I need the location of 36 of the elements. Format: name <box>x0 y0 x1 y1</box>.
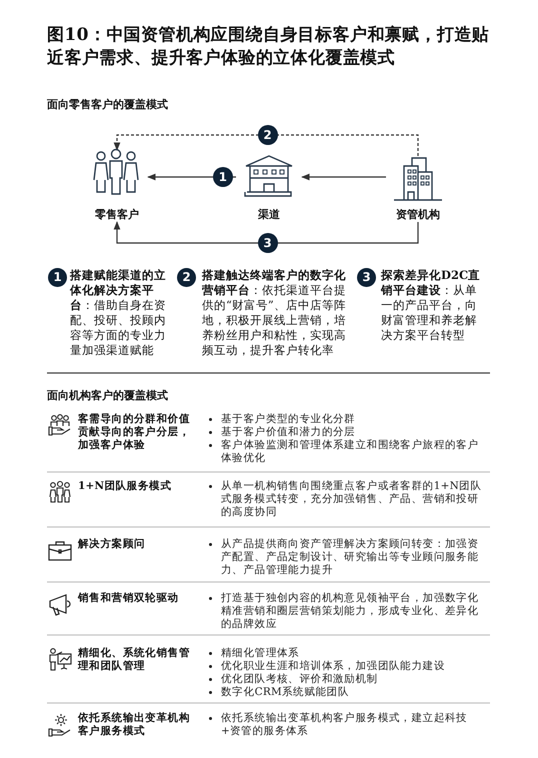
step-description: 探索差异化D2C直销平台建设：从单一的产品平台，向财富管理和养老解决方案平台转型 <box>381 268 482 343</box>
section-heading: 面向机构客户的覆盖模式 <box>47 388 168 403</box>
row-heading: 1+N团队服务模式 <box>78 480 173 493</box>
section-heading: 面向零售客户的覆盖模式 <box>47 97 168 112</box>
step-number: 2 <box>258 125 278 145</box>
bullet-item: 从单一机构销售向围绕重点客户或者客群的1+N团队式服务模式转变，充分加强销售、产品、营销和投研的高度协同 <box>208 480 483 519</box>
bullet-item: 从产品提供商向资产管理解决方案顾问转变：加强资产配置、产品定制设计、研究输出等专业顾问服务能力、产品管理能力提升 <box>208 538 483 577</box>
row-heading: 销售和营销双轮驱动 <box>78 592 180 605</box>
arrow <box>301 174 386 180</box>
bullet-item: 优化职业生涯和培训体系，加强团队能力建设 <box>208 660 483 673</box>
step-number: 1 <box>48 268 67 287</box>
bullet-item: 基于客户价值和潜力的分层 <box>208 426 483 439</box>
step-number: 2 <box>177 268 196 287</box>
step-number: 3 <box>357 268 376 287</box>
bullet-item: 精细化管理体系 <box>208 647 483 660</box>
bullet-item: 依托系统输出变革机构客户服务模式，建立起科技+资管的服务体系 <box>208 712 483 738</box>
row-heading: 依托系统输出变革机构客户服务模式 <box>78 712 191 738</box>
arrow <box>114 134 419 156</box>
arrow <box>114 221 419 244</box>
node-label: 零售客户 <box>94 207 140 222</box>
node-label: 渠道 <box>257 207 281 222</box>
node-label: 资管机构 <box>395 207 441 222</box>
bullet-item: 数字化CRM系统赋能团队 <box>208 686 483 699</box>
row-heading: 解决方案顾问 <box>78 538 146 551</box>
bullet-item: 客户体验监测和管理体系建立和围绕客户旅程的客户体验优化 <box>208 439 483 465</box>
step-number: 3 <box>258 233 278 253</box>
bullet-item: 基于客户类型的专业化分群 <box>208 413 483 426</box>
figure-title: 图10：中国资管机构应围绕自身目标客户和禀赋，打造贴近客户需求、提升客户体验的立体化覆盖模式 <box>47 24 490 70</box>
step-description: 搭建触达终端客户的数字化营销平台：依托渠道平台提供的“财富号”、店中店等阵地，积极开展线上营销，培养粉丝用户和粘性，实现高频互动，提升客户转化率 <box>202 268 347 358</box>
arrow <box>147 174 236 180</box>
bullet-item: 优化团队考核、评价和激励机制 <box>208 673 483 686</box>
step-number: 1 <box>212 167 233 187</box>
bullet-item: 打造基于独创内容的机构意见领袖平台，加强数字化精准营销和圈层营销策划能力，形成专业化、差异化的品牌效应 <box>208 592 483 631</box>
row-heading: 客需导向的分群和价值贡献导向的客户分层，加强客户体验 <box>78 413 191 452</box>
row-heading: 精细化、系统化销售管理和团队管理 <box>78 647 191 673</box>
step-description: 搭建赋能渠道的立体化解决方案平台：借助自身在资配、投研、投顾内容等方面的专业力量加强渠道赋能 <box>70 268 167 358</box>
